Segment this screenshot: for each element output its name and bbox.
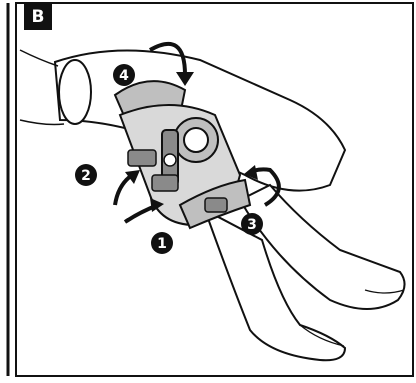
- svg-text:2: 2: [81, 168, 91, 184]
- lower-leg: [205, 185, 405, 360]
- svg-text:4: 4: [119, 68, 129, 84]
- arrow-step-2: [115, 175, 132, 205]
- step-badge-3: 3: [241, 213, 263, 235]
- panel-label: B: [24, 3, 52, 30]
- step-badge-4: 4: [113, 64, 135, 86]
- svg-text:3: 3: [247, 217, 257, 233]
- step-badge-2: 2: [75, 164, 97, 186]
- svg-text:1: 1: [157, 236, 167, 252]
- step-badge-1: 1: [151, 232, 173, 254]
